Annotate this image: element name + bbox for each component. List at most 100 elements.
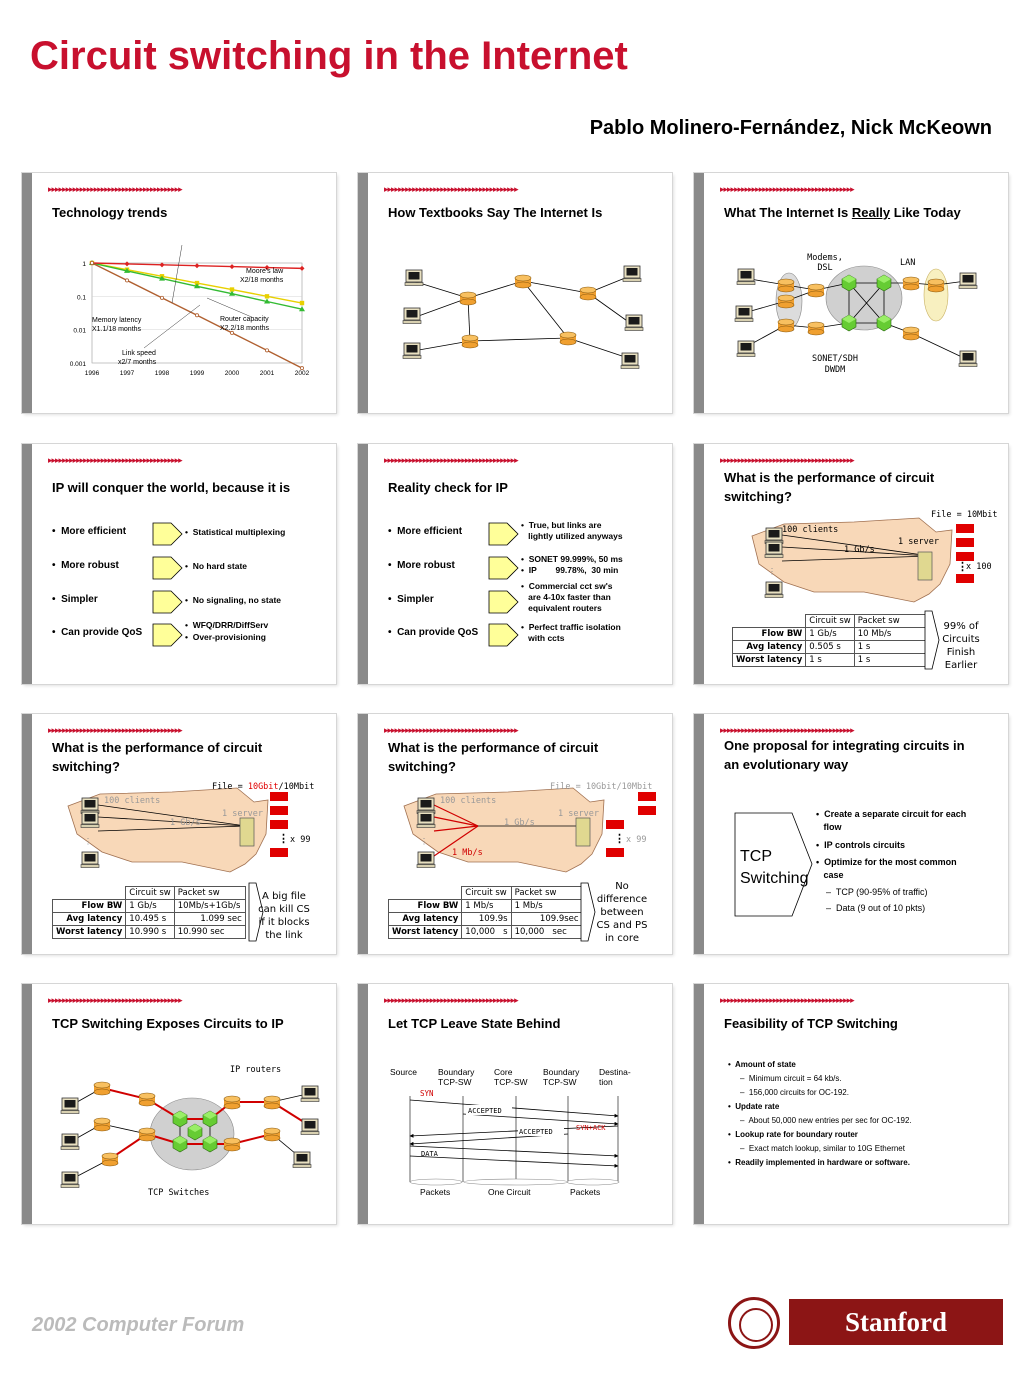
column-header: Core — [494, 1067, 513, 1077]
y-tick-label: 0.01 — [73, 328, 86, 335]
link-speed-label: 1 Gb/s — [504, 818, 535, 828]
us-map-shape — [67, 787, 269, 873]
claim-arrows — [152, 522, 183, 647]
circuit-bubble — [463, 1178, 569, 1186]
computer-icon — [620, 352, 640, 369]
computer-icon — [80, 851, 100, 868]
svg-text:⋮: ⋮ — [768, 567, 776, 576]
svg-text:⋮: ⋮ — [614, 833, 625, 845]
router-icon — [927, 278, 945, 293]
computer-icon — [416, 811, 436, 828]
computer-icon — [764, 541, 784, 558]
router-icon — [138, 1127, 156, 1142]
y-tick-label: 0.001 — [70, 361, 87, 368]
us-map-diagram: ⋮ ⋮ File = 10Mbit 100 clients 1 server 1… — [751, 510, 998, 603]
packets-label: Packets — [420, 1187, 450, 1197]
clients-label: 100 clients — [104, 796, 160, 806]
arrow-strip: ▸▸▸▸▸▸▸▸▸▸▸▸▸▸▸▸▸▸▸▸▸▸▸▸▸▸▸▸▸▸▸▸▸▸▸▸▸▸ — [384, 995, 519, 1005]
one-circuit-label: One Circuit — [488, 1187, 531, 1197]
arrow-strip: ▸▸▸▸▸▸▸▸▸▸▸▸▸▸▸▸▸▸▸▸▸▸▸▸▸▸▸▸▸▸▸▸▸▸▸▸▸▸ — [48, 725, 183, 735]
us-map-shape — [751, 517, 953, 603]
reality-item: • SONET 99.999%, 50 ms• IP 99.78%, 30 mi… — [521, 554, 623, 575]
proposal-subitem: – Data (9 out of 10 pkts) — [826, 903, 926, 913]
multiplier-label: x 99 — [290, 835, 310, 845]
computer-icon — [958, 350, 978, 367]
modems-label: Modems, — [807, 253, 843, 263]
router-icon — [514, 274, 532, 289]
computer-icon — [60, 1171, 80, 1188]
router-icon — [807, 283, 825, 298]
computer-icon — [60, 1097, 80, 1114]
series-point — [194, 313, 199, 318]
x-tick-label: 2002 — [295, 370, 310, 377]
modem-icon — [777, 294, 795, 309]
column-header: TCP-SW — [494, 1077, 528, 1087]
series-point — [229, 264, 235, 270]
message-arrow — [462, 1113, 619, 1126]
us-map-shape — [403, 787, 605, 873]
series-point — [299, 265, 305, 271]
server-label: 1 server — [558, 809, 599, 819]
multiplier-label: x 99 — [626, 835, 646, 845]
column-header: TCP-SW — [543, 1077, 577, 1087]
sonet-label-2: DWDM — [825, 365, 845, 375]
feasibility-item: • Lookup rate for boundary router — [728, 1130, 858, 1139]
yellow-arrow-icon — [488, 556, 519, 580]
multiplier-label: x 100 — [966, 562, 992, 572]
file-icon — [270, 820, 288, 829]
slide-title: Technology trends — [52, 205, 168, 220]
clients-label: 100 clients — [782, 525, 838, 535]
file-icon — [270, 792, 288, 801]
router-icon — [579, 286, 597, 301]
computer-icon — [300, 1118, 320, 1135]
router-icon — [263, 1095, 281, 1110]
reality-item: • Commercial cct sw's are 4-10x faster t… — [521, 581, 613, 613]
proposal-item: • IP controls circuits — [816, 840, 906, 850]
textbook-network-diagram — [402, 265, 644, 369]
series-point — [194, 263, 200, 269]
feasibility-subitem: – Minimum circuit = 64 kb/s. — [740, 1074, 842, 1083]
us-map-diagram: ⋮ ⋮ File = 10Gbit/10Mbit 100 clients 1 s… — [67, 782, 314, 873]
router-icon — [559, 331, 577, 346]
chevron-right-icon — [924, 610, 940, 670]
yellow-arrow-icon — [152, 623, 183, 647]
series-point — [229, 287, 235, 292]
series-point — [194, 283, 200, 289]
ip-routers-label: IP routers — [230, 1065, 281, 1075]
slide-cs-performance-2: ▸▸▸▸▸▸▸▸▸▸▸▸▸▸▸▸▸▸▸▸▸▸▸▸▸▸▸▸▸▸▸▸▸▸▸▸▸▸ W… — [22, 714, 336, 954]
claim-item: • Can provide QoS — [52, 627, 143, 638]
file-icon — [270, 806, 288, 815]
series-point — [159, 275, 165, 281]
computer-icon — [416, 851, 436, 868]
file-icon — [956, 574, 974, 583]
feasibility-subitem: – 156,000 circuits for OC-192. — [740, 1088, 849, 1097]
series-point — [264, 298, 270, 304]
arrow-strip: ▸▸▸▸▸▸▸▸▸▸▸▸▸▸▸▸▸▸▸▸▸▸▸▸▸▸▸▸▸▸▸▸▸▸▸▸▸▸ — [384, 725, 519, 735]
file-icon — [606, 848, 624, 857]
tcp-switches-label: TCP Switches — [148, 1188, 209, 1198]
slide-title: Feasibility of TCP Switching — [724, 1016, 898, 1031]
data-label: DATA — [421, 1150, 439, 1158]
router-label-2: X2.2/18 months — [220, 325, 270, 332]
file-icon — [270, 848, 288, 857]
router-icon — [93, 1117, 111, 1132]
slide-title: One proposal for integrating circuits in… — [724, 738, 965, 772]
router-icon — [902, 276, 920, 291]
message-arrow — [409, 1099, 619, 1118]
arrow-strip: ▸▸▸▸▸▸▸▸▸▸▸▸▸▸▸▸▸▸▸▸▸▸▸▸▸▸▸▸▸▸▸▸▸▸▸▸▸▸ — [48, 995, 183, 1005]
claim-item: • Simpler — [388, 594, 434, 605]
x-tick-label: 1999 — [190, 370, 205, 377]
reason-item: • No hard state — [185, 561, 248, 571]
slide-ip-conquer: ▸▸▸▸▸▸▸▸▸▸▸▸▸▸▸▸▸▸▸▸▸▸▸▸▸▸▸▸▸▸▸▸▸▸▸▸▸▸ I… — [22, 444, 336, 684]
svg-text:⋮: ⋮ — [278, 833, 289, 845]
computer-icon — [402, 307, 422, 324]
series-point — [264, 294, 270, 299]
slide-title: What is the performance of circuit switc… — [388, 740, 599, 774]
table-header: Packet sw — [510, 886, 583, 900]
column-header: Destina- — [599, 1067, 631, 1077]
